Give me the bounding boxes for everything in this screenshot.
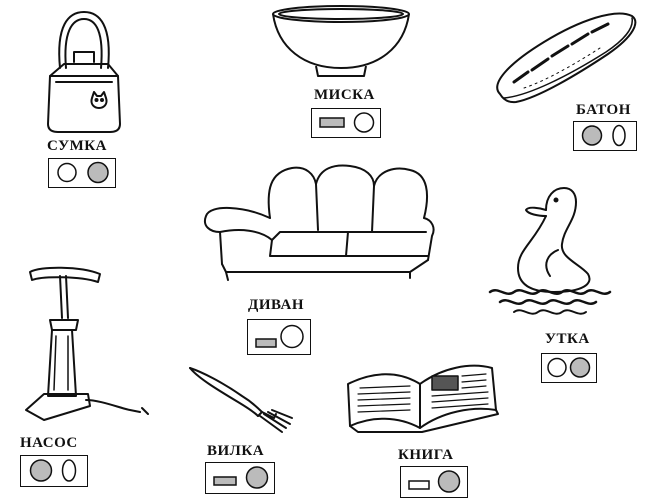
word-divan: ДИВАН <box>248 297 305 313</box>
book-picture <box>342 354 502 434</box>
scheme-nasos <box>20 455 88 487</box>
loaf-drawing <box>496 12 637 104</box>
word-nasos: НАСОС <box>20 435 78 451</box>
scheme-miska <box>311 108 381 138</box>
word-vilka: ВИЛКА <box>207 443 265 459</box>
scheme-baton <box>573 121 637 151</box>
syllable-scheme-miska <box>319 112 375 133</box>
scheme-vilka <box>205 462 275 494</box>
sofa-drawing <box>204 164 435 281</box>
fork-drawing <box>189 367 293 433</box>
bag-drawing <box>47 11 121 133</box>
duck-drawing <box>488 187 612 315</box>
scheme-sumka <box>48 158 116 188</box>
syllable-scheme-divan <box>255 324 304 349</box>
bag-picture <box>38 6 128 136</box>
pump-picture <box>20 260 155 430</box>
word-utka: УТКА <box>545 331 590 347</box>
word-baton: БАТОН <box>576 102 631 118</box>
book-drawing <box>347 364 499 433</box>
word-kniga: КНИГА <box>398 447 454 463</box>
scheme-divan <box>247 319 311 355</box>
word-sumka: СУМКА <box>47 138 108 154</box>
word-miska: МИСКА <box>314 87 375 103</box>
pump-drawing <box>25 266 149 421</box>
syllable-scheme-nasos <box>29 459 77 482</box>
syllable-scheme-kniga <box>408 470 461 493</box>
duck-picture <box>484 180 614 320</box>
syllable-scheme-utka <box>547 357 591 378</box>
bowl-picture <box>266 2 416 82</box>
scheme-utka <box>541 353 597 383</box>
fork-picture <box>182 362 302 442</box>
bowl-drawing <box>272 5 410 77</box>
syllable-scheme-sumka <box>57 161 109 184</box>
scheme-kniga <box>400 466 468 498</box>
syllable-scheme-baton <box>581 124 626 147</box>
syllable-scheme-vilka <box>213 466 269 489</box>
loaf-picture <box>488 2 643 112</box>
sofa-picture <box>200 160 440 290</box>
